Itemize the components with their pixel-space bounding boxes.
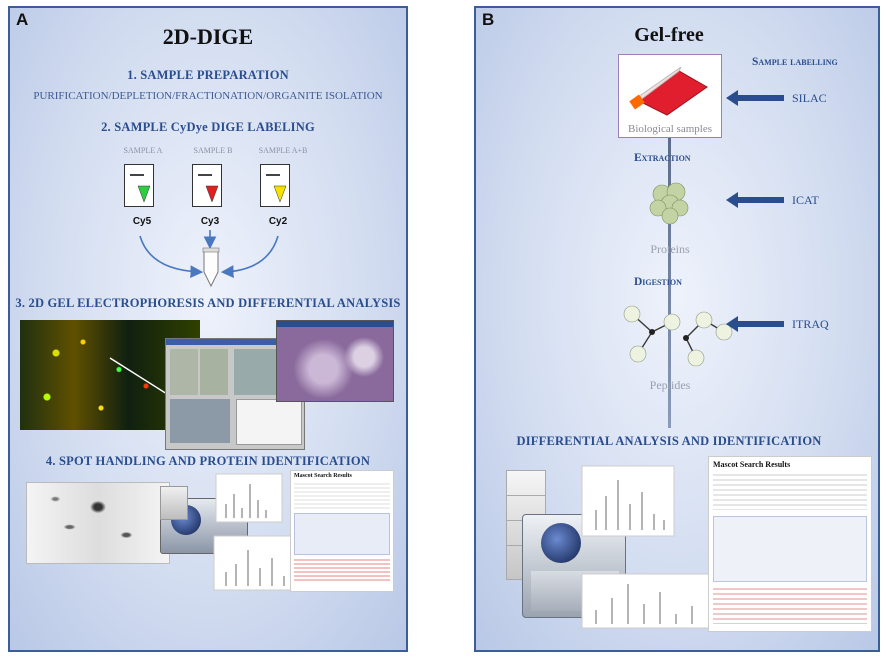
step-1-subtitle: PURIFICATION/DEPLETION/FRACTIONATION/ORG… xyxy=(33,90,383,102)
proteins-label: Proteins xyxy=(650,242,690,256)
mascot-results-b: Mascot Search Results xyxy=(708,456,872,632)
panel-a-title: 2D-DIGE xyxy=(162,24,254,49)
peptides-label: Peptides xyxy=(649,378,691,392)
differential-heading: DIFFERENTIAL ANALYSIS AND IDENTIFICATION xyxy=(516,434,822,448)
spectrum-1-image-b xyxy=(581,465,675,537)
mascot-results-a-title: Mascot Search Results xyxy=(294,473,352,479)
sample-a-label: SAMPLE A xyxy=(123,146,163,155)
silac-label: SILAC xyxy=(792,91,827,105)
extraction-heading: Extraction xyxy=(634,152,691,164)
panel-b: B Gel-free Sample labelling Biological s… xyxy=(474,6,880,652)
tube-cy3-icon xyxy=(192,164,222,207)
mascot-results-a: Mascot Search Results xyxy=(290,470,394,592)
merge-arrows xyxy=(139,230,279,279)
coomassie-gel-image xyxy=(26,482,170,564)
panel-b-label: B xyxy=(482,10,495,29)
mascot-results-b-title: Mascot Search Results xyxy=(713,460,791,469)
icat-label: ICAT xyxy=(792,193,819,207)
dye-cy5-label: Cy5 xyxy=(132,216,152,227)
dye-cy3-label: Cy3 xyxy=(200,216,220,227)
spectrum-2-image-b xyxy=(581,573,713,629)
panel-a: A 2D-DIGE 1. SAMPLE PREPARATION PURIFICA… xyxy=(8,6,408,652)
pooled-tube-icon xyxy=(202,247,220,288)
workflow-axis xyxy=(668,128,671,428)
biological-samples-label: Biological samples xyxy=(627,123,712,135)
peptides-molecule-icon xyxy=(623,305,733,367)
sample-ab-label: SAMPLE A+B xyxy=(258,146,308,155)
silac-arrow-icon xyxy=(726,90,784,106)
itraq-label: ITRAQ xyxy=(792,317,829,331)
panel-a-label: A xyxy=(16,10,29,29)
digestion-heading: Digestion xyxy=(634,276,682,288)
icat-arrow-icon xyxy=(726,192,784,208)
step-2-heading: 2. SAMPLE CyDye DIGE LABELING xyxy=(101,120,315,134)
sample-b-label: SAMPLE B xyxy=(193,146,233,155)
biological-samples-box: Biological samples xyxy=(618,54,722,138)
dye-cy2-label: Cy2 xyxy=(268,216,288,227)
spectrum-1-image xyxy=(215,473,283,523)
step-1-heading: 1. SAMPLE PREPARATION xyxy=(127,68,289,82)
culture-flask-icon xyxy=(629,66,708,116)
protein-icon xyxy=(649,182,689,225)
step-3-heading: 3. 2D GEL ELECTROPHORESIS AND DIFFERENTI… xyxy=(15,296,401,310)
tube-cy2-icon xyxy=(260,164,290,207)
spectrum-2-image xyxy=(213,535,299,591)
sample-labelling-heading: Sample labelling xyxy=(752,56,838,68)
itraq-arrow-icon xyxy=(726,316,784,332)
panel-b-title: Gel-free xyxy=(634,24,704,46)
tube-cy5-icon xyxy=(124,164,154,207)
step-4-heading: 4. SPOT HANDLING AND PROTEIN IDENTIFICAT… xyxy=(45,454,371,468)
workflow-window xyxy=(276,320,394,402)
hplc-stack-image xyxy=(160,486,188,520)
